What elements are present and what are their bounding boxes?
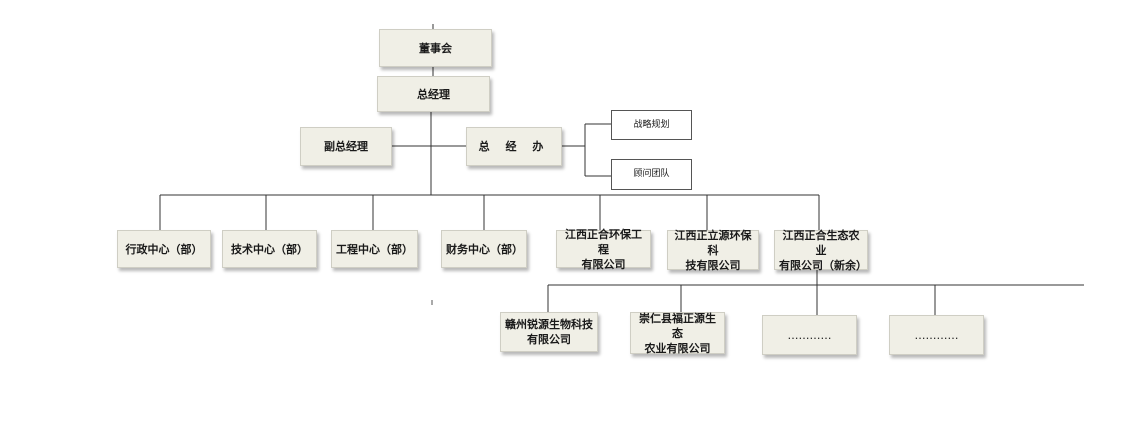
node-finance-center: 财务中心（部） xyxy=(441,230,527,268)
node-general-manager-office-label: 总 经 办 xyxy=(478,140,550,153)
node-ganzhou-ruiyuan-bio: 赣州锐源生物科技 有限公司 xyxy=(500,312,598,352)
node-jiangxi-zhengliyuan-env-tech-line1: 江西正立源环保科 xyxy=(674,228,752,257)
stray-mark xyxy=(431,300,433,305)
node-jiangxi-zhenghe-env-eng-line1: 江西正合环保工程 xyxy=(565,227,642,256)
node-general-manager: 总经理 xyxy=(377,76,490,112)
node-chongren-fuzhengyuan-agri: 崇仁县福正源生态 农业有限公司 xyxy=(630,311,725,355)
node-placeholder-2: ………… xyxy=(889,315,984,355)
node-deputy-general-manager: 副总经理 xyxy=(300,127,392,166)
node-admin-center: 行政中心（部） xyxy=(117,230,211,268)
node-ganzhou-ruiyuan-bio-line2: 有限公司 xyxy=(527,333,571,346)
node-placeholder-1: ………… xyxy=(762,315,857,355)
node-jiangxi-zhenghe-env-eng: 江西正合环保工程 有限公司 xyxy=(556,227,651,271)
node-jiangxi-zhenghe-eco-agri-line1: 江西正合生态农业 xyxy=(782,228,860,257)
node-jiangxi-zhengliyuan-env-tech: 江西正立源环保科 技有限公司 xyxy=(667,228,759,272)
node-board: 董事会 xyxy=(379,29,492,67)
node-jiangxi-zhenghe-eco-agri-line2: 有限公司（新余） xyxy=(779,258,867,272)
node-strategy-planning: 战略规划 xyxy=(611,110,692,140)
node-engineering-center: 工程中心（部） xyxy=(331,230,418,268)
node-chongren-fuzhengyuan-agri-line2: 农业有限公司 xyxy=(644,341,711,355)
node-advisory-team: 顾问团队 xyxy=(611,159,692,190)
node-ganzhou-ruiyuan-bio-line1: 赣州锐源生物科技 xyxy=(505,318,593,331)
node-tech-center: 技术中心（部） xyxy=(222,230,317,268)
node-jiangxi-zhenghe-env-eng-line2: 有限公司 xyxy=(581,257,626,271)
node-general-manager-office: 总 经 办 xyxy=(466,127,562,166)
node-jiangxi-zhengliyuan-env-tech-line2: 技有限公司 xyxy=(685,258,741,272)
node-chongren-fuzhengyuan-agri-line1: 崇仁县福正源生态 xyxy=(639,311,716,340)
node-jiangxi-zhenghe-eco-agri: 江西正合生态农业 有限公司（新余） xyxy=(774,228,868,272)
